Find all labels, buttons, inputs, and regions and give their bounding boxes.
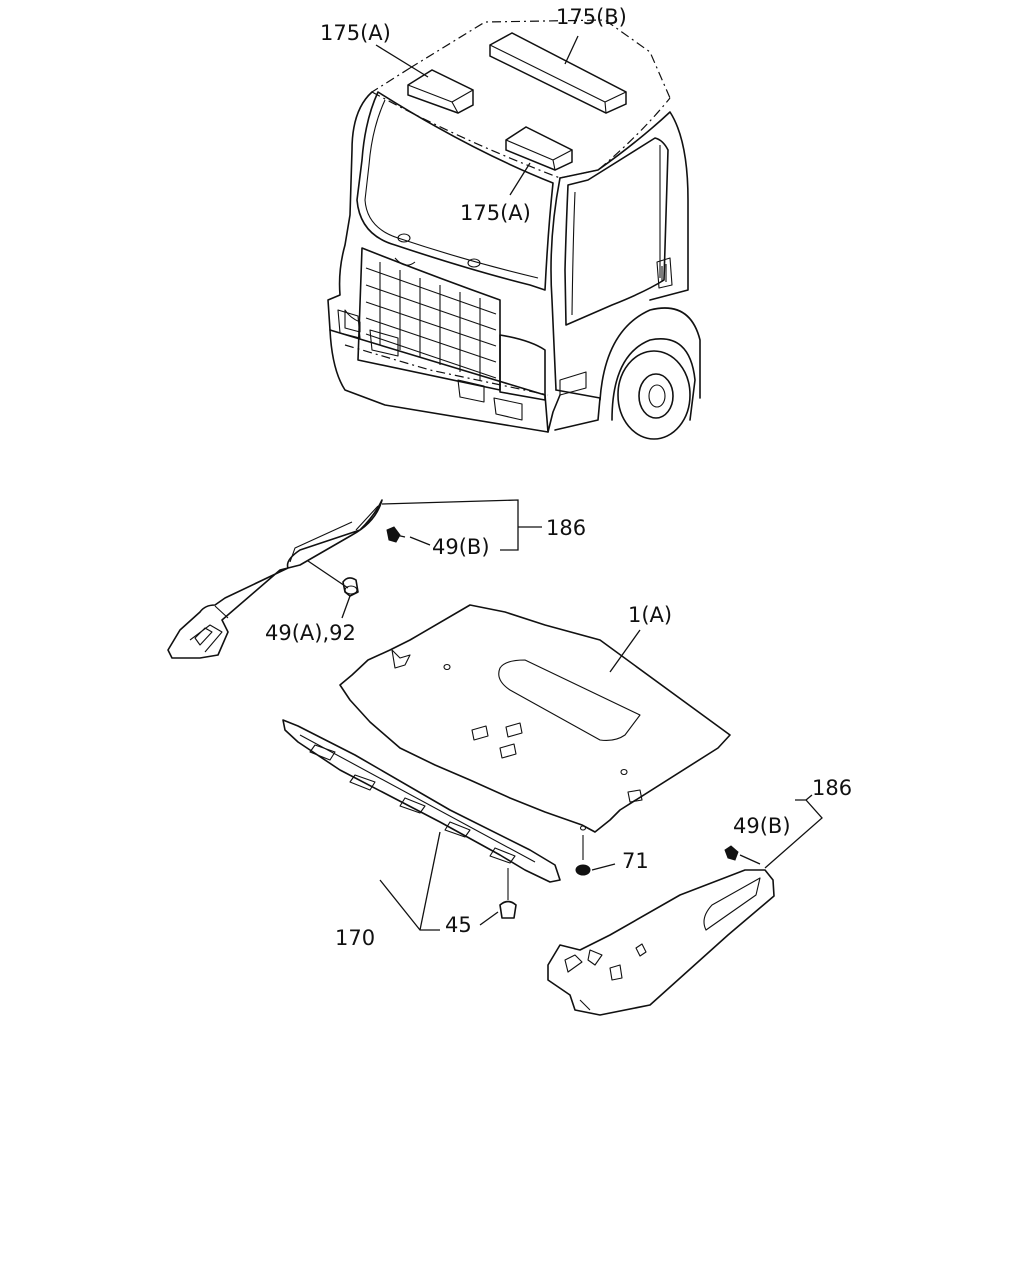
clip-49a-92 (342, 577, 359, 597)
front-header-trim (282, 719, 561, 883)
callout-49b-right: 49(B) (733, 814, 791, 838)
headlining-panel (339, 604, 731, 833)
callout-175a-top: 175(A) (320, 21, 391, 45)
nut-71 (575, 835, 591, 876)
callout-175b: 175(B) (556, 5, 627, 29)
truck-cab-illustration (327, 19, 701, 440)
pillar-trim-right (547, 869, 775, 1016)
callout-186-top: 186 (546, 516, 586, 540)
callout-49a-92: 49(A),92 (265, 621, 356, 645)
callout-170: 170 (335, 926, 375, 950)
roof-pad-175b (489, 32, 627, 114)
pillar-trim-left (167, 499, 383, 659)
roof-pad-175a-left (407, 69, 474, 114)
roof-pad-175a-middle (505, 126, 573, 171)
clip-49b-right (724, 845, 739, 861)
callout-186-right: 186 (812, 776, 852, 800)
callout-1a: 1(A) (628, 603, 672, 627)
callout-71: 71 (622, 849, 649, 873)
callout-49b-top: 49(B) (432, 535, 490, 559)
callout-175a-middle: 175(A) (460, 201, 531, 225)
clip-49b-upper (386, 526, 406, 543)
callout-45: 45 (445, 913, 472, 937)
screw-45 (499, 868, 517, 919)
